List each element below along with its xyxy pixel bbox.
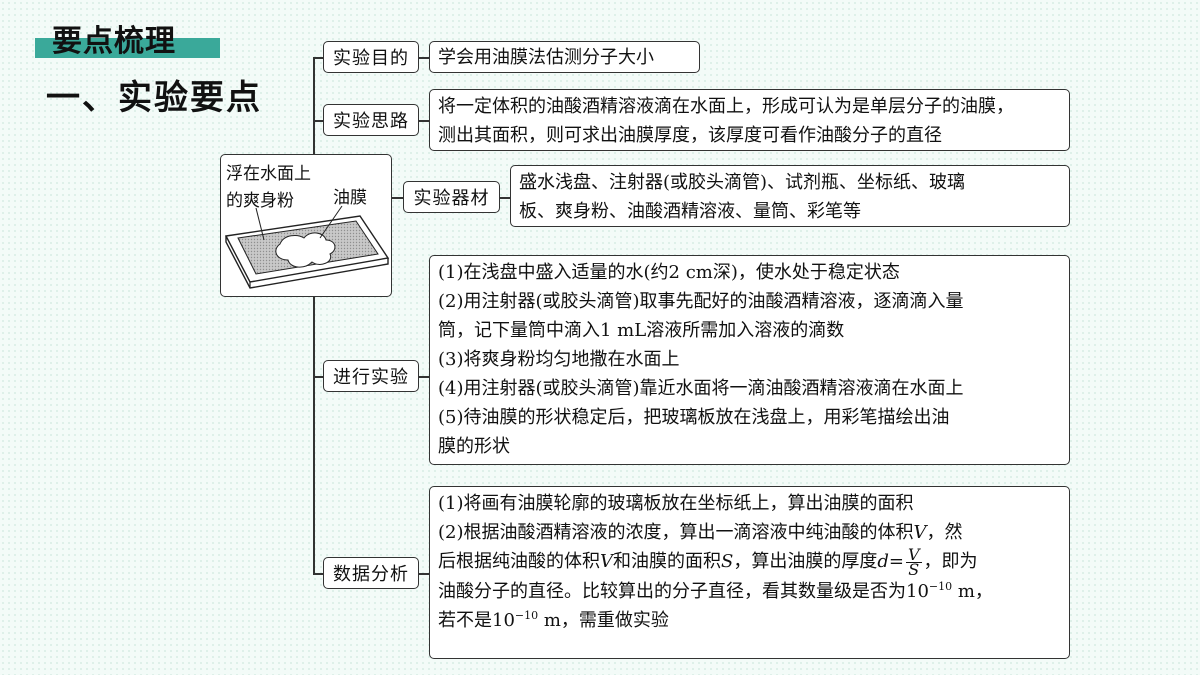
procedure-step: (3)将爽身粉均匀地撒在水面上 <box>438 349 680 370</box>
analysis-line1: (1)将画有油膜轮廓的玻璃板放在坐标纸上，算出油膜的面积 <box>438 493 914 514</box>
procedure-step: (5)待油膜的形状稳定后，把玻璃板放在浅盘上，用彩笔描绘出油 <box>438 407 950 428</box>
analysis-line4: 油酸分子的直径。比较算出的分子直径，看其数量级是否为10−10 m， <box>438 579 993 602</box>
procedure-step: (4)用注射器(或胶头滴管)靠近水面将一滴油酸酒精溶液滴在水面上 <box>438 378 964 399</box>
content-idea: 将一定体积的油酸酒精溶液滴在水面上，形成可认为是单层分子的油膜， 测出其面积，则… <box>429 89 1070 151</box>
fraction-numerator: V <box>905 544 922 564</box>
equipment-line1: 盛水浅盘、注射器(或胶头滴管)、试剂瓶、坐标纸、玻璃 <box>519 172 966 193</box>
content-equipment: 盛水浅盘、注射器(或胶头滴管)、试剂瓶、坐标纸、玻璃 板、爽身粉、油酸酒精溶液、… <box>510 165 1070 227</box>
connector-idea-content <box>419 120 429 122</box>
area-variable: S <box>721 551 734 572</box>
procedure-step: (2)用注射器(或胶头滴管)取事先配好的油酸酒精溶液，逐滴滴入量 <box>438 291 964 312</box>
film-label: 油膜 <box>333 188 367 208</box>
fraction-denominator: S <box>908 559 920 579</box>
exponent: −10 <box>514 608 539 622</box>
equipment-line2: 板、爽身粉、油酸酒精溶液、量筒、彩笔等 <box>519 201 861 222</box>
label-procedure: 进行实验 <box>323 360 419 392</box>
powder-label-line2: 的爽身粉 <box>226 191 294 211</box>
connector-analysis-content <box>419 573 429 575</box>
connector-picture-equipment <box>392 197 403 199</box>
label-analysis: 数据分析 <box>323 557 419 589</box>
connector-purpose <box>313 57 323 59</box>
procedure-step: 膜的形状 <box>438 436 510 457</box>
exponent: −10 <box>928 579 953 593</box>
content-procedure: (1)在浅盘中盛入适量的水(约2 cm深)，使水处于稳定状态 (2)用注射器(或… <box>429 255 1070 465</box>
tray-illustration <box>224 205 390 289</box>
label-equipment: 实验器材 <box>403 181 500 213</box>
thickness-variable: d <box>877 551 889 572</box>
label-idea: 实验思路 <box>323 104 419 136</box>
label-purpose: 实验目的 <box>323 41 419 73</box>
connector-procedure <box>313 376 323 378</box>
connector-equipment-content <box>500 197 510 199</box>
connector-idea <box>313 120 323 122</box>
idea-line2: 测出其面积，则可求出油膜厚度，该厚度可看作油酸分子的直径 <box>438 125 942 146</box>
connector-analysis <box>313 573 323 575</box>
connector-procedure-content <box>419 376 429 378</box>
page-title: 要点梳理 <box>52 24 176 59</box>
analysis-line5: 若不是10−10 m，需重做实验 <box>438 608 669 631</box>
procedure-step: 筒，记下量筒中滴入1 mL溶液所需加入溶液的滴数 <box>438 320 845 341</box>
content-purpose: 学会用油膜法估测分子大小 <box>429 41 700 73</box>
trunk-line <box>313 57 315 573</box>
volume-variable: V <box>913 522 927 543</box>
header-accent-bar <box>35 38 220 58</box>
section-title: 一、实验要点 <box>46 78 262 118</box>
analysis-line2: (2)根据油酸酒精溶液的浓度，算出一滴溶液中纯油酸的体积V，然 <box>438 522 963 543</box>
apparatus-picture-box: 浮在水面上 的爽身粉 油膜 <box>220 154 392 297</box>
idea-line1: 将一定体积的油酸酒精溶液滴在水面上，形成可认为是单层分子的油膜， <box>438 96 1014 117</box>
powder-label-line1: 浮在水面上 <box>226 164 311 184</box>
volume-variable: V <box>600 551 613 572</box>
content-analysis: (1)将画有油膜轮廓的玻璃板放在坐标纸上，算出油膜的面积 (2)根据油酸酒精溶液… <box>429 486 1070 659</box>
procedure-step: (1)在浅盘中盛入适量的水(约2 cm深)，使水处于稳定状态 <box>438 262 900 283</box>
connector-purpose-content <box>419 57 429 59</box>
purpose-text: 学会用油膜法估测分子大小 <box>438 47 654 68</box>
